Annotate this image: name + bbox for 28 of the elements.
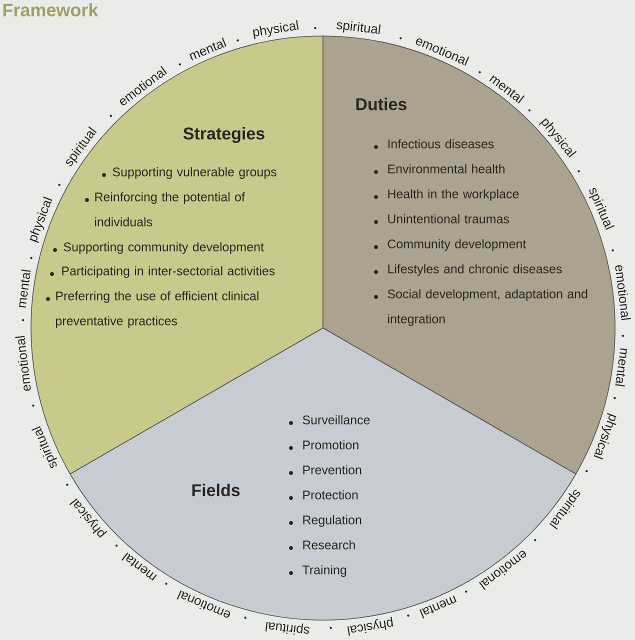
sector-heading: Fields [192,484,240,496]
bullet-item: Training [289,565,346,577]
bullet-item: Supporting vulnerable groups [102,167,276,179]
bullet-item: Reinforcing the potential of individuals [85,192,245,226]
bullet-item: Health in the workplace [374,189,519,201]
bullet-item: Participating in inter-sectorial activities [50,266,275,278]
bullet-item: Lifestyles and chronic diseases [374,264,562,276]
bullet-item: Infectious diseases [374,139,494,149]
bullet-item: Supporting community development [53,242,264,254]
ring-word: emotional [15,336,31,391]
sector-heading: Strategies [183,127,264,143]
ring-word: emotional [615,265,631,320]
bullet-item: Preferring the use of efficient clinical preventative practices [46,291,258,328]
bullet-item: Research [289,540,355,550]
ring-word: physical [347,616,394,636]
bullet-item: Environmental health [374,164,504,174]
ring-word: physical [252,20,299,40]
title: Framework [3,3,98,16]
ring-word: spiritual [336,21,381,34]
bullet-item: Social development, adaptation and integration [374,289,588,326]
bullet-item: Prevention [289,465,362,475]
bullet-item: Protection [289,490,358,500]
bullet-item: Community development [374,239,526,251]
sector-heading: Duties [356,98,406,110]
bullet-item: Surveillance [289,415,370,425]
bullet-item: Unintentional traumas [374,214,510,224]
bullet-item: Promotion [289,440,358,450]
bullet-item: Regulation [289,515,362,527]
